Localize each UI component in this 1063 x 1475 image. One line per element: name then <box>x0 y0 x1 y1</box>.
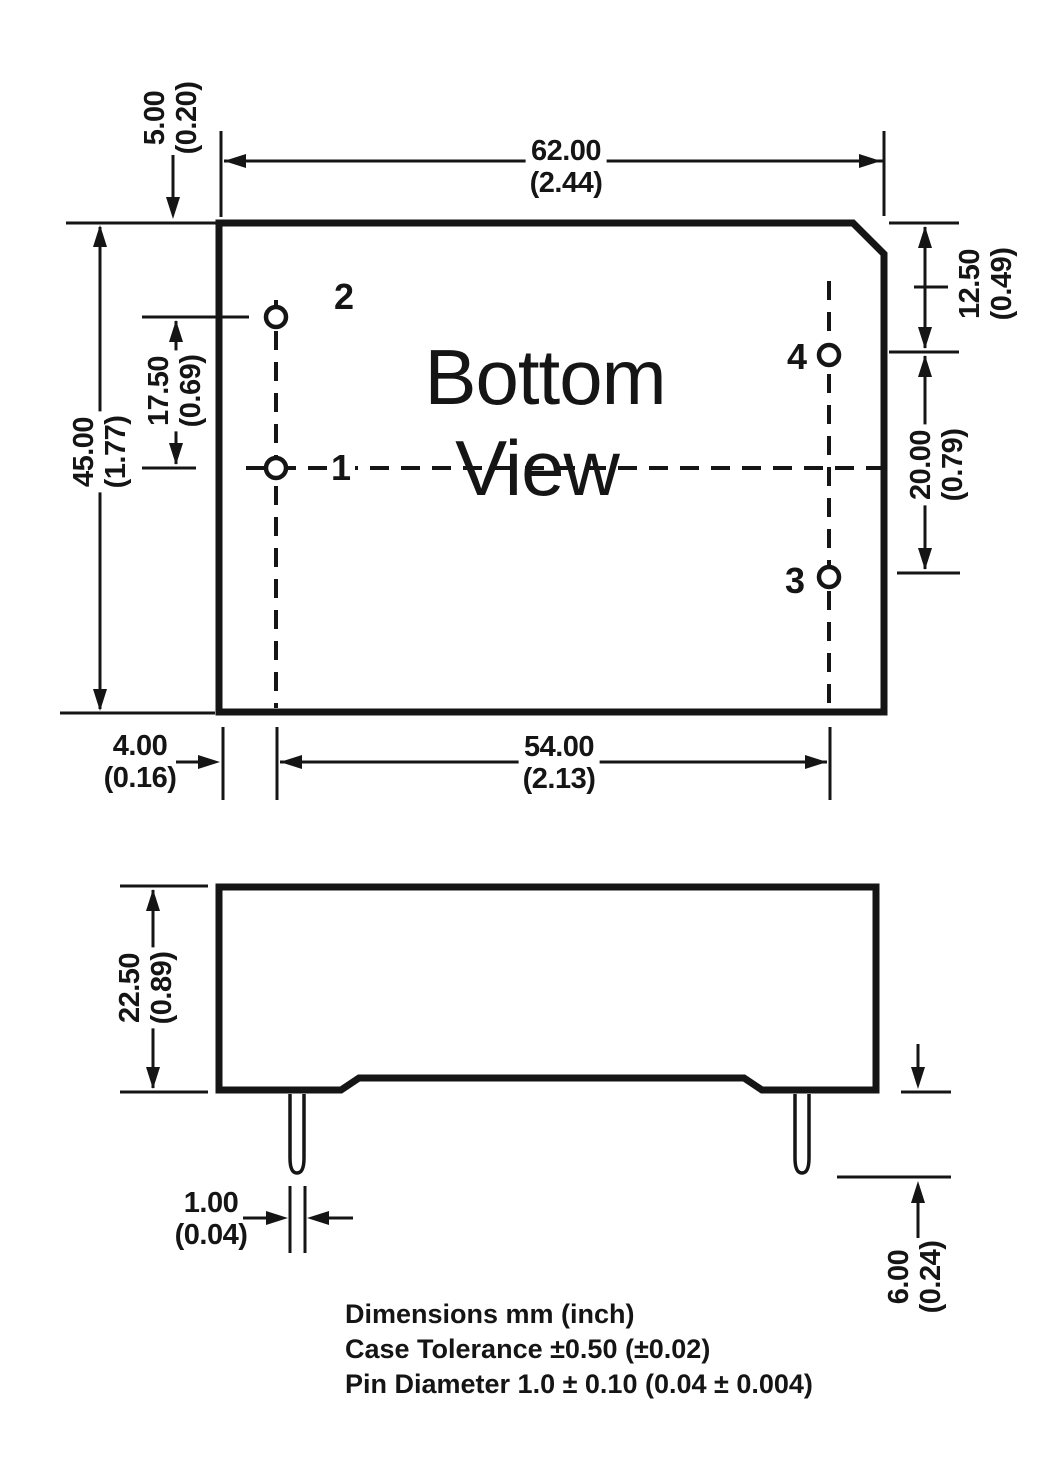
arrow-pinlen-up <box>911 1181 925 1203</box>
arrow-62-right <box>859 154 881 168</box>
arrow-5-down <box>166 197 180 219</box>
dim-left-edge-to-pins: 4.00 (0.16) <box>103 730 177 794</box>
arrow-4-right <box>198 755 220 769</box>
side-view-case-outline <box>215 883 880 1094</box>
pin-4-label: 4 <box>786 336 808 378</box>
pin-1-circle <box>263 455 289 481</box>
dim-pin-column-span: 54.00 (2.13) <box>518 731 600 797</box>
bottom-view-pins <box>263 304 842 590</box>
view-title-line2: View <box>455 424 620 513</box>
arrow-45-up <box>93 225 107 247</box>
dim-case-height: 45.00 (1.77) <box>68 411 134 493</box>
pin-3-circle <box>816 564 842 590</box>
dim-side-case-height: 22.50 (0.89) <box>114 947 180 1029</box>
dim-top-left-offset: 5.00 (0.20) <box>139 81 203 155</box>
pin-3-label: 3 <box>784 560 806 602</box>
pin-2-label: 2 <box>333 276 355 318</box>
arrowheads <box>93 154 932 1225</box>
arrow-62-left <box>224 154 246 168</box>
dim-pin4-to-pin3: 20.00 (0.79) <box>905 424 971 506</box>
dim-pin-diameter: 1.00 (0.04) <box>174 1187 248 1251</box>
dim-case-width: 62.00 (2.44) <box>525 135 607 201</box>
arrow-17-down <box>169 443 183 465</box>
arrow-54-right <box>805 755 827 769</box>
arrow-20-down <box>918 548 932 570</box>
arrow-12-up <box>918 226 932 248</box>
arrow-pindia-left <box>307 1211 329 1225</box>
note-units: Dimensions mm (inch) <box>345 1299 635 1329</box>
drawing-notes: Dimensions mm (inch) Case Tolerance ±0.5… <box>345 1297 813 1402</box>
arrow-12-down <box>918 327 932 349</box>
note-pin-diameter: Pin Diameter 1.0 ± 0.10 (0.04 ± 0.004) <box>345 1369 813 1399</box>
dim-pin-length: 6.00 (0.24) <box>883 1240 947 1314</box>
arrow-17-up <box>169 320 183 342</box>
bottom-view-case-outline <box>215 219 888 716</box>
pin-4-circle <box>816 342 842 368</box>
dim-pin2-to-centerline: 17.50 (0.69) <box>143 350 209 432</box>
pin-2-circle <box>263 304 289 330</box>
arrow-pindia-right <box>266 1211 288 1225</box>
dim-top-to-pin4: 12.50 (0.49) <box>954 247 1018 321</box>
arrow-20-up <box>918 355 932 377</box>
side-view-pins <box>288 1094 811 1175</box>
pin-1-label: 1 <box>326 447 356 489</box>
view-title-line1: Bottom <box>424 333 666 422</box>
arrow-22-up <box>146 889 160 911</box>
arrow-45-down <box>93 689 107 711</box>
arrow-54-left <box>280 755 302 769</box>
side-pin-left <box>288 1094 306 1175</box>
arrow-pinlen-down <box>911 1067 925 1089</box>
side-pin-right <box>793 1094 811 1175</box>
arrow-22-down <box>146 1067 160 1089</box>
note-case-tolerance: Case Tolerance ±0.50 (±0.02) <box>345 1334 711 1364</box>
